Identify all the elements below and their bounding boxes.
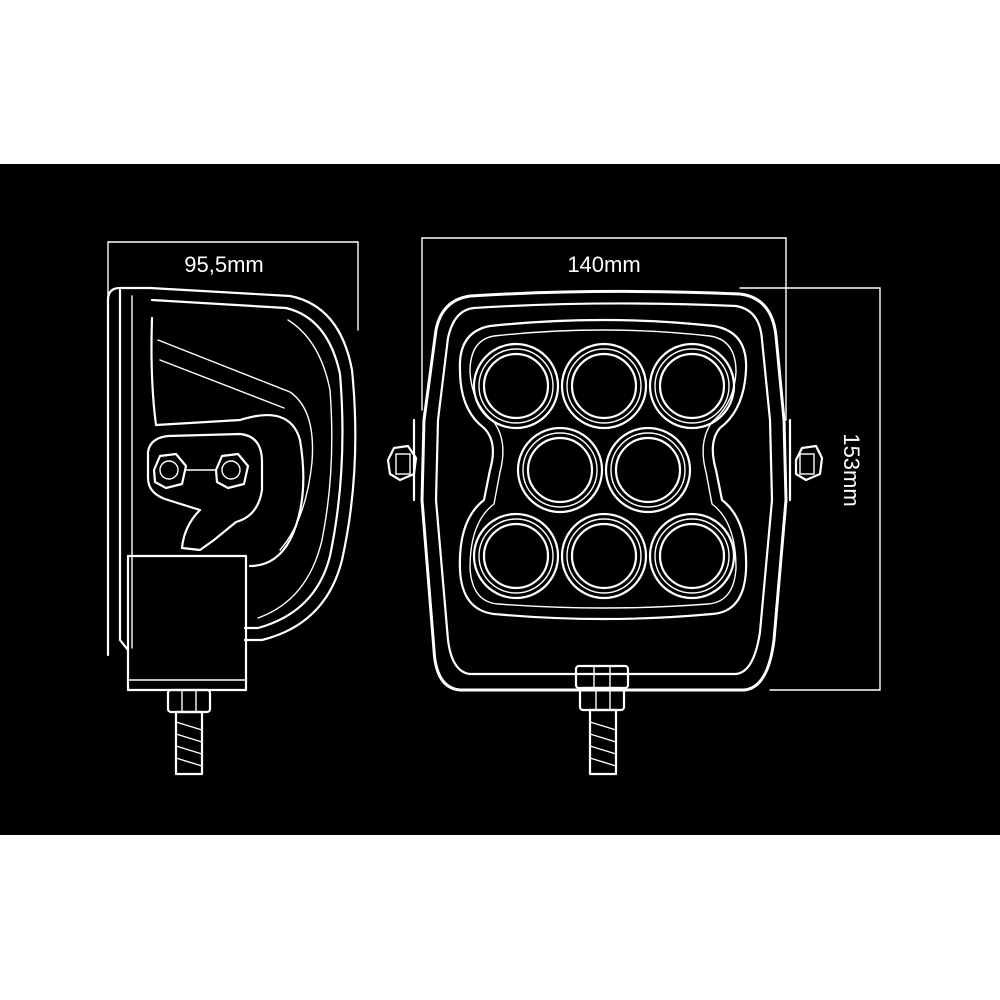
led-lens-ring [522,432,598,508]
height-label: 153mm [839,433,864,506]
depth-dimension: 95,5mm [107,241,359,331]
led-lens-ring [654,348,730,424]
front-housing-inner [434,302,774,676]
led-lens-ring [566,518,642,594]
front-nut-right [788,418,824,502]
led-lens [648,512,736,600]
led-lens [516,426,604,514]
led-lens-ring [566,348,642,424]
front-view: 140mm 153mm [386,237,881,776]
led-lens [472,342,560,430]
led-lens-ring [604,426,692,514]
front-housing-outer [420,289,788,692]
led-array [472,342,736,600]
led-lens-ring [654,518,730,594]
side-rear-plate [106,286,152,657]
led-lens-ring [478,348,554,424]
led-lens-inner [658,522,726,590]
led-lens [604,426,692,514]
side-bolt-right [214,452,250,490]
led-lens-ring [610,432,686,508]
side-housing-outline [148,286,357,642]
side-view: 95,5mm [106,241,359,776]
led-lens-inner [570,522,638,590]
led-lens-inner [614,436,682,504]
led-lens-ring [648,342,736,430]
led-lens-inner [482,522,550,590]
led-lens [560,512,648,600]
led-lens-ring [472,512,560,600]
led-lens [648,342,736,430]
depth-label: 95,5mm [184,252,263,277]
led-lens-ring [560,512,648,600]
led-lens-ring [478,518,554,594]
led-lens-inner [570,352,638,420]
led-lens [560,342,648,430]
side-bolt-left [152,452,188,490]
led-lens-inner [658,352,726,420]
led-lens-ring [648,512,736,600]
lens-bezel [458,318,748,621]
led-lens-ring [516,426,604,514]
front-nut-left [386,418,418,502]
led-lens-inner [526,436,594,504]
side-cable-gland [166,688,212,776]
height-dimension: 153mm [739,287,881,691]
width-label: 140mm [567,252,640,277]
led-lens-ring [472,342,560,430]
led-lens-ring [560,342,648,430]
side-bracket [146,432,264,552]
led-lens [472,512,560,600]
led-lens-inner [482,352,550,420]
front-cable-gland [574,664,630,776]
width-dimension: 140mm [421,237,787,421]
